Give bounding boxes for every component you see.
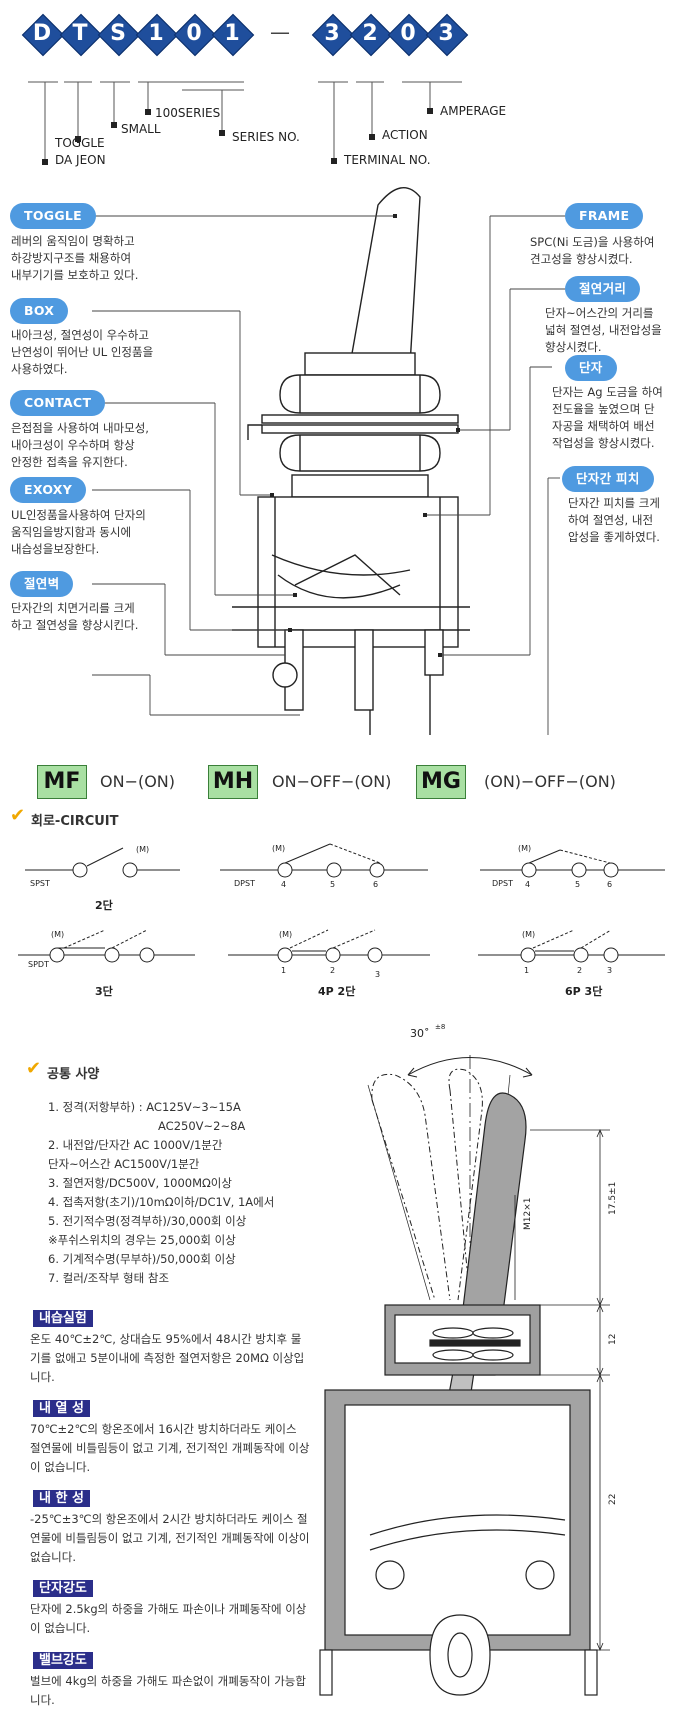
part-label-insulation-distance: 절연거리 [565,276,641,302]
circuit-spst: SPST [30,879,50,888]
part-label-toggle: TOGGLE [10,203,96,229]
mode-text-mh: ON−OFF−(ON) [272,772,392,791]
circuit-m-4: (M) [51,930,65,939]
label-toggle: TOGGLE [55,136,105,150]
circuit-m-1: (M) [136,845,150,854]
circuit-n1b: 1 [524,966,530,975]
part-label-insulation-wall: 절연벽 [10,571,74,597]
check-icon-2: ✔ [26,1058,42,1079]
circuit-n5b: 5 [575,880,581,889]
dim-22: 22 [608,1494,618,1505]
circuit-n4: 4 [281,880,287,889]
dim-17-5: 17.5±1 [608,1182,618,1215]
circuit-n2: 2 [330,966,336,975]
dim-12: 12 [608,1334,618,1345]
mode-code-mh: MH [208,765,258,799]
circuit-m-5: (M) [279,930,293,939]
code-digit-0: 0 [173,13,217,57]
prop-desc-heat: 70℃±2℃의 항온조에서 16시간 방치하더라도 케이스 절연물에 비틀림등이… [30,1422,310,1474]
prop-desc-bulb-strength: 벌브에 4kg의 하중을 가해도 파손없이 개폐동작이 가능합니다. [30,1674,306,1707]
mode-code-mf: MF [37,765,87,799]
code-letter-s: S [97,13,141,57]
code-digit-0b: 0 [387,13,431,57]
circuit-dpst-1: DPST [234,879,255,888]
circuit-cap-4p2dan: 4P 2단 [318,985,356,998]
mode-text-mg: (ON)−OFF−(ON) [484,772,616,791]
dimension-drawing: 30˚ ±8 M12×1 17.5±1 12 22 [319,1023,618,1696]
code-letter-t: T [59,13,103,57]
circuit-n2b: 2 [577,966,583,975]
prop-tag-cold: 내 한 성 [33,1490,90,1507]
dim-angle-tol: ±8 [435,1023,445,1031]
prop-desc-terminal-strength: 단자에 2.5kg의 하중을 가해도 파손이나 개폐동작에 이상이 없습니다. [30,1602,307,1635]
switch-cross-section-drawing [92,187,565,735]
circuit-n6b: 6 [607,880,613,889]
part-label-frame: FRAME [565,203,644,229]
code-leader-lines [28,81,462,165]
circuit-n6: 6 [373,880,379,889]
circuit-n3b: 3 [607,966,613,975]
dim-thread: M12×1 [523,1198,533,1230]
prop-tag-heat: 내 열 성 [33,1400,90,1417]
circuit-diagrams [18,843,665,963]
dim-angle: 30˚ [410,1027,430,1040]
common-title: 공통 사양 [47,1067,100,1082]
code-digit-3a: 3 [311,13,355,57]
circuit-n5: 5 [330,880,336,889]
label-action: ACTION [382,128,428,142]
circuit-m-6: (M) [522,930,536,939]
circuit-dpst-2: DPST [492,879,513,888]
code-digit-2: 2 [349,13,393,57]
check-icon: ✔ [10,805,26,826]
label-dajeon: DA JEON [55,153,106,167]
part-label-box: BOX [10,298,69,324]
circuit-n4b: 4 [525,880,531,889]
part-label-terminal: 단자 [565,355,617,381]
mode-text-mf: ON−(ON) [100,772,176,791]
prop-tag-humidity: 내습실험 [33,1310,93,1327]
mode-code-mg: MG [416,765,466,799]
spec-list: 1. 정격(저항부하) : AC125V~3~15A AC250V~2~8A 2… [48,1100,275,1285]
part-label-exoxy: EXOXY [10,477,87,503]
circuit-cap-3dan: 3단 [95,985,113,998]
part-label-terminal-pitch: 단자간 피치 [562,466,654,492]
circuit-cap-2dan: 2단 [95,899,113,912]
prop-desc-humidity: 온도 40℃±2℃, 상대습도 95%에서 48시간 방치후 물기를 없애고 5… [30,1332,305,1384]
code-digit-1a: 1 [135,13,179,57]
label-terminal-no: TERMINAL NO. [344,153,431,167]
label-series-no: SERIES NO. [232,130,300,144]
code-dash: — [270,20,290,44]
label-amperage: AMPERAGE [440,104,507,118]
prop-desc-cold: -25℃±3℃의 항온조에서 2시간 방치하더라도 케이스 절연물에 비틀림등이… [30,1512,310,1564]
circuit-title: 회로-CIRCUIT [31,814,119,829]
code-digit-1b: 1 [211,13,255,57]
label-100series: 100SERIES [155,106,221,120]
code-letter-d: D [21,13,65,57]
circuit-cap-6p3dan: 6P 3단 [565,985,603,998]
code-digit-3b: 3 [425,13,469,57]
prop-tag-terminal-strength: 단자강도 [33,1580,93,1597]
circuit-m-3: (M) [518,844,532,853]
part-label-contact: CONTACT [10,390,106,416]
prop-tag-bulb-strength: 밸브강도 [33,1652,93,1669]
circuit-n1: 1 [281,966,287,975]
circuit-spdt: SPDT [28,960,49,969]
label-small: SMALL [121,122,161,136]
circuit-n3: 3 [375,970,381,979]
circuit-m-2: (M) [272,844,286,853]
